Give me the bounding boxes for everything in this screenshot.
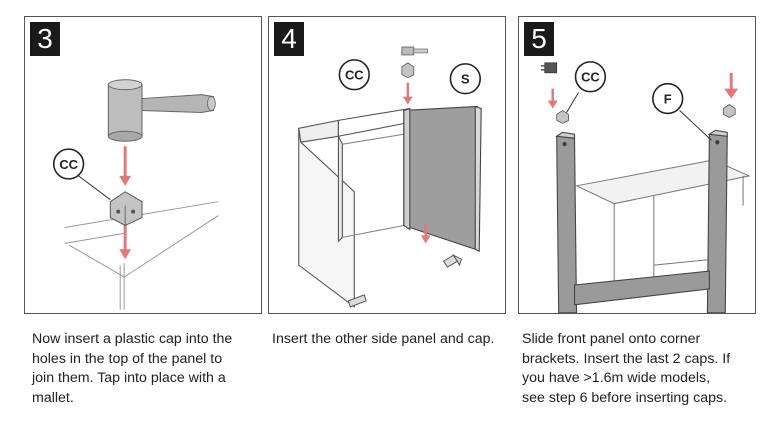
step-4-frame	[298, 107, 411, 308]
screw-icon	[401, 46, 428, 56]
arrow-down-icon	[402, 82, 431, 244]
svg-text:F: F	[664, 92, 672, 107]
screw-icon	[540, 62, 558, 74]
step-3-cc-label: CC	[52, 148, 111, 201]
arrow-down-icon	[547, 72, 739, 109]
cap-icon	[109, 191, 143, 227]
step-4-panel: 4	[268, 16, 506, 314]
step-5-caption: Slide front panel onto corner brackets. …	[522, 331, 731, 406]
step-3-number: 3	[30, 22, 60, 56]
svg-text:S: S	[461, 72, 470, 87]
step-4-cc-label: CC	[338, 59, 370, 91]
step-5-panel: 5	[518, 16, 756, 314]
step-5-number: 5	[524, 22, 554, 56]
svg-text:CC: CC	[581, 70, 600, 85]
step-5-f-label: F	[652, 82, 712, 141]
step-4-caption: Insert the other side panel and cap.	[272, 331, 495, 347]
arrow-down-icon	[119, 146, 132, 260]
step-3-illustration: CC	[52, 79, 219, 310]
step-3-caption: Now insert a plastic cap into the holes …	[32, 331, 233, 406]
foot-icon	[347, 294, 367, 308]
svg-text:CC: CC	[59, 157, 78, 172]
mallet-icon	[107, 79, 216, 142]
step-3-panel: 3	[24, 16, 262, 314]
step-4-number: 4	[274, 22, 304, 56]
step-4-illustration: CC S	[298, 46, 482, 308]
svg-text:CC: CC	[345, 68, 364, 83]
front-panel	[555, 129, 728, 313]
cap-icon	[401, 62, 415, 79]
side-panel	[403, 105, 482, 253]
cap-icon	[556, 104, 736, 124]
step-5-cc-label: CC	[566, 61, 607, 113]
step-5-illustration: CC F	[540, 61, 751, 313]
clip-icon	[442, 253, 462, 268]
step-4-s-label: S	[449, 63, 482, 95]
